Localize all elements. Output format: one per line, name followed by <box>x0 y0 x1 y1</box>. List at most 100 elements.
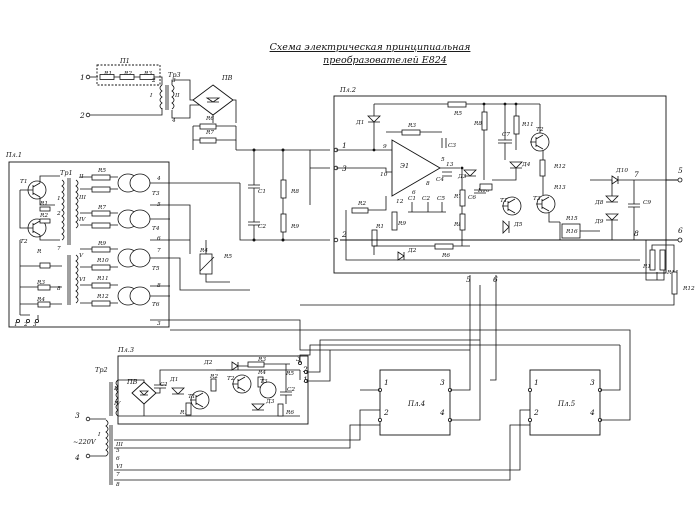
svg-text:3: 3 <box>590 378 595 387</box>
svg-text:3: 3 <box>172 78 176 84</box>
title-line2: преобразователей Е824 <box>323 55 447 66</box>
pa1-frame <box>8 161 170 328</box>
resistor-pa2-r8-low <box>459 213 466 231</box>
svg-text:C9: C9 <box>643 200 651 206</box>
svg-text:8: 8 <box>116 482 120 488</box>
filter-section: C1 C2 R8 R9 <box>170 148 470 351</box>
svg-text:R2: R2 <box>123 71 132 77</box>
resistor-pa2-r7 <box>459 189 466 207</box>
pa5-frame <box>529 369 601 436</box>
resistor-pa1-r9 <box>91 246 111 253</box>
svg-text:2: 2 <box>56 211 61 217</box>
diode-d10 <box>611 175 619 185</box>
svg-text:Д1: Д1 <box>169 377 178 383</box>
diode-pa3-d1 <box>171 387 185 395</box>
mains-input: 3 4 ~220V I III VI 5 6 7 8 <box>73 409 530 488</box>
resistor-r12-out <box>671 271 678 295</box>
svg-text:R2: R2 <box>209 374 218 380</box>
pa4-frame <box>379 369 451 436</box>
svg-text:R5: R5 <box>97 168 106 174</box>
bridge-pv <box>192 84 234 116</box>
capacitor-c1 <box>248 184 260 189</box>
label-tr1: Тр1 <box>60 169 73 177</box>
svg-text:R12: R12 <box>553 164 566 170</box>
svg-text:3: 3 <box>342 164 347 173</box>
tr3-primary <box>159 84 163 110</box>
svg-text:T2: T2 <box>227 376 235 382</box>
svg-text:R7: R7 <box>205 130 214 136</box>
resistor-pa1-r7 <box>91 210 111 217</box>
svg-text:6: 6 <box>412 190 416 196</box>
svg-text:R4: R4 <box>257 370 266 376</box>
label-pa1: Пл.1 <box>5 151 22 159</box>
svg-text:V: V <box>79 253 84 259</box>
pa2-frame <box>333 95 667 274</box>
svg-text:1: 1 <box>80 73 85 82</box>
svg-text:7: 7 <box>57 246 61 252</box>
resistor-pa1-r12 <box>91 300 111 307</box>
diode-d1 <box>367 115 381 123</box>
diode-d8 <box>605 195 619 203</box>
resistor-r8 <box>280 179 287 199</box>
tr3-secondary <box>171 84 175 110</box>
svg-text:C5: C5 <box>437 196 445 202</box>
svg-text:R10: R10 <box>477 188 490 194</box>
svg-text:1: 1 <box>14 322 18 328</box>
svg-text:R1: R1 <box>39 201 48 207</box>
resistor-pa1-r3 <box>37 284 51 291</box>
svg-text:T3: T3 <box>152 191 160 197</box>
svg-text:R6: R6 <box>285 410 294 416</box>
capacitor-c7 <box>498 139 512 144</box>
svg-text:IV: IV <box>113 401 121 407</box>
svg-text:C6: C6 <box>468 195 476 201</box>
svg-text:1: 1 <box>534 378 539 387</box>
svg-text:2: 2 <box>383 408 389 417</box>
svg-text:1: 1 <box>57 196 61 202</box>
svg-text:3: 3 <box>440 378 445 387</box>
resistor-pa3-r3 <box>247 361 265 368</box>
svg-text:R11: R11 <box>521 122 534 128</box>
svg-text:R3: R3 <box>257 357 266 363</box>
svg-text:5: 5 <box>466 275 471 284</box>
svg-text:IV: IV <box>78 217 86 223</box>
svg-text:6: 6 <box>116 456 120 462</box>
svg-text:R2: R2 <box>39 213 48 219</box>
svg-text:2: 2 <box>341 230 347 239</box>
tr1-secondary-b <box>75 254 79 304</box>
svg-text:R10: R10 <box>96 258 109 264</box>
svg-text:7: 7 <box>634 170 639 179</box>
label-pa4: Пл.4 <box>407 400 425 408</box>
svg-text:3: 3 <box>296 354 301 363</box>
resistor-pa2-r11 <box>513 115 520 135</box>
resistor-r11-out <box>659 249 666 271</box>
input-circuit: 1 2 П1 R1 R2 R3 Тр3 2 3 4 I II ПВ R6 R7 <box>79 57 237 150</box>
resistor-pa2-r3 <box>401 129 421 136</box>
label-pv-top: ПВ <box>221 74 233 82</box>
svg-text:2: 2 <box>79 111 85 120</box>
resistor-pa1-r10 <box>91 264 111 271</box>
tr2-primary <box>105 419 109 457</box>
tr1-primary <box>61 179 65 241</box>
svg-text:Д8: Д8 <box>594 200 604 206</box>
svg-text:III: III <box>115 442 124 448</box>
svg-text:C1: C1 <box>408 196 416 202</box>
svg-text:R5: R5 <box>223 254 232 260</box>
capacitor-c9 <box>628 203 640 208</box>
svg-text:R5: R5 <box>453 111 462 117</box>
svg-text:T1: T1 <box>20 179 28 185</box>
terminal-1 <box>85 74 91 80</box>
svg-text:2: 2 <box>151 78 156 84</box>
svg-text:5: 5 <box>678 166 683 175</box>
label-tr2: Тр2 <box>95 366 108 374</box>
svg-text:R12: R12 <box>96 294 109 300</box>
diode-d4 <box>509 161 523 169</box>
svg-text:Д1: Д1 <box>355 120 364 126</box>
svg-text:R7: R7 <box>97 205 106 211</box>
tr2-secondary <box>115 379 119 417</box>
resistor-r7 <box>199 137 217 144</box>
tr1-secondary-a <box>75 179 79 229</box>
resistor-r4 <box>199 253 213 275</box>
svg-text:T2: T2 <box>20 239 28 245</box>
svg-text:4: 4 <box>171 118 176 124</box>
svg-text:T1: T1 <box>188 394 196 400</box>
